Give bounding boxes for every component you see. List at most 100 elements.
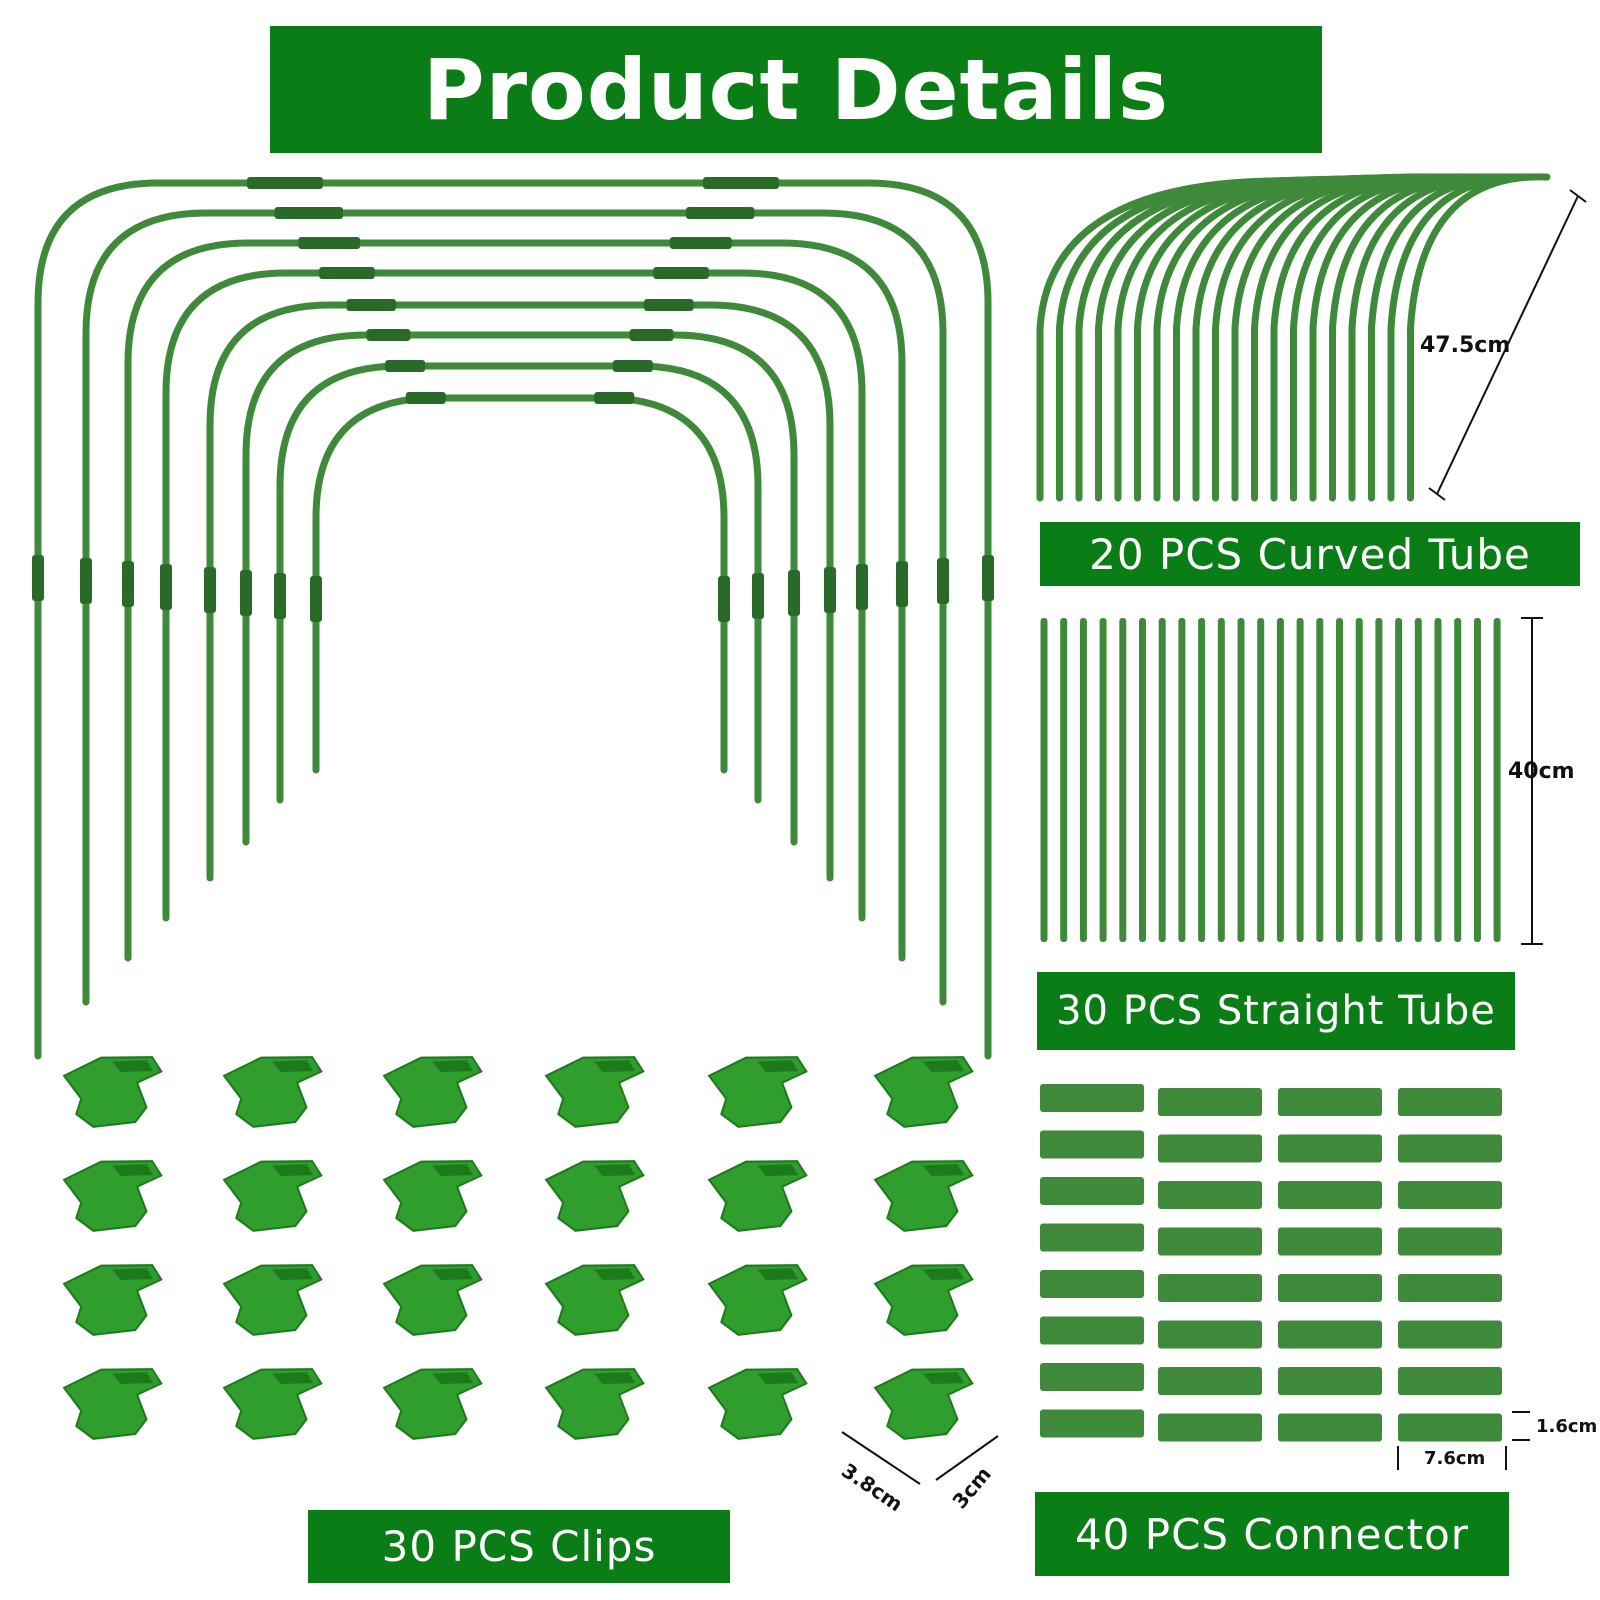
clip xyxy=(873,1264,974,1336)
clip xyxy=(873,1160,974,1232)
hoop-joint xyxy=(274,573,286,619)
clip xyxy=(544,1264,645,1336)
hoop-joint xyxy=(982,555,994,601)
straight-tube xyxy=(1454,618,1462,942)
straight-dimension-label: 40cm xyxy=(1508,759,1575,784)
connector-tube xyxy=(1158,1413,1262,1442)
connector-length-label: 7.6cm xyxy=(1424,1448,1485,1469)
clip xyxy=(222,1264,323,1336)
connector-tube xyxy=(1398,1274,1502,1302)
connector-tube xyxy=(1398,1367,1502,1395)
straight-tube-banner: 30 PCS Straight Tube xyxy=(1037,972,1515,1050)
connector-tube xyxy=(1398,1320,1502,1349)
connector-tube xyxy=(1278,1181,1382,1209)
clip xyxy=(707,1264,808,1336)
connector-tube xyxy=(1158,1088,1262,1116)
hoop-arch xyxy=(312,394,728,774)
connector-label: 40 PCS Connector xyxy=(1074,1509,1470,1559)
connector-tube xyxy=(1398,1088,1502,1116)
curved-tubes-group xyxy=(1036,173,1551,502)
hoop-joint xyxy=(310,576,322,622)
hoop-joint xyxy=(612,360,653,372)
clip xyxy=(222,1368,323,1440)
straight-tube xyxy=(1079,618,1087,942)
hoop-arch xyxy=(124,239,906,962)
curved-tube xyxy=(1173,174,1395,502)
clips-group xyxy=(62,1056,974,1440)
clip xyxy=(544,1368,645,1440)
clip xyxy=(544,1160,645,1232)
straight-dimension-arrow xyxy=(1521,617,1543,945)
straight-tube xyxy=(1414,618,1422,942)
straight-tube xyxy=(1158,618,1166,942)
connector-tube xyxy=(1158,1367,1262,1395)
clip xyxy=(222,1056,323,1128)
clip-dimension-lines xyxy=(841,1431,999,1485)
connector-dimension-lines xyxy=(1397,1411,1530,1470)
clip-dimension-a: 3.8cm xyxy=(837,1458,907,1516)
hoop-joint xyxy=(122,561,134,607)
straight-tube xyxy=(1473,618,1481,942)
hoop-joint xyxy=(718,576,730,622)
straight-tube xyxy=(1178,618,1186,942)
connector-tube xyxy=(1040,1409,1144,1438)
connector-tube xyxy=(1040,1270,1144,1298)
connector-tube xyxy=(1040,1084,1144,1112)
clip xyxy=(707,1368,808,1440)
curved-dimension-label: 47.5cm xyxy=(1420,333,1510,358)
clip xyxy=(707,1160,808,1232)
straight-tube xyxy=(1395,618,1403,942)
hoop-joint xyxy=(824,567,836,613)
straight-tubes-group xyxy=(1040,618,1501,942)
hoop-joint xyxy=(298,237,361,249)
hoop-joint xyxy=(685,207,755,219)
curved-tube-banner: 20 PCS Curved Tube xyxy=(1040,522,1580,586)
clips-banner: 30 PCS Clips xyxy=(308,1510,730,1583)
hoop-joint xyxy=(319,267,375,279)
connector-tube xyxy=(1040,1177,1144,1205)
hoop-joint xyxy=(385,360,426,372)
clip xyxy=(62,1368,163,1440)
connector-tube xyxy=(1278,1227,1382,1256)
straight-tube xyxy=(1276,618,1284,942)
hoop-arch xyxy=(242,331,798,846)
hoop-joint xyxy=(160,564,172,610)
hoop-joint xyxy=(80,558,92,604)
straight-tube xyxy=(1493,618,1501,942)
hoop-joint xyxy=(653,267,709,279)
connector-tube xyxy=(1278,1088,1382,1116)
connector-tube xyxy=(1158,1227,1262,1256)
clip xyxy=(62,1160,163,1232)
straight-tube xyxy=(1316,618,1324,942)
connector-tube xyxy=(1278,1134,1382,1163)
hoop-joint xyxy=(703,177,779,189)
connector-tube xyxy=(1278,1413,1382,1442)
hoop-joint xyxy=(669,237,732,249)
hoop-joint xyxy=(247,177,323,189)
connectors-group xyxy=(1040,1084,1502,1442)
clip xyxy=(382,1264,483,1336)
straight-tube xyxy=(1336,618,1343,942)
hoop-joint xyxy=(644,299,694,311)
straight-tube xyxy=(1139,618,1146,942)
hoop-arch xyxy=(34,179,992,1060)
hoop-joint xyxy=(896,561,908,607)
connector-diameter-label: 1.6cm xyxy=(1536,1416,1597,1437)
clip xyxy=(382,1368,483,1440)
hoop-joint xyxy=(594,392,635,404)
connector-tube xyxy=(1040,1363,1144,1391)
page-title-banner: Product Details xyxy=(270,26,1322,153)
connector-tube xyxy=(1278,1367,1382,1395)
hoop-arches xyxy=(32,177,994,1060)
straight-tube xyxy=(1099,618,1107,942)
straight-tube xyxy=(1198,618,1206,942)
connector-tube xyxy=(1040,1130,1144,1159)
hoop-arch xyxy=(82,209,947,1006)
hoop-joint xyxy=(629,329,674,341)
connector-tube xyxy=(1278,1274,1382,1302)
straight-tube xyxy=(1434,618,1442,942)
clip xyxy=(222,1160,323,1232)
hoop-joint xyxy=(937,558,949,604)
hoop-arch xyxy=(206,301,834,882)
straight-tube xyxy=(1355,618,1363,942)
